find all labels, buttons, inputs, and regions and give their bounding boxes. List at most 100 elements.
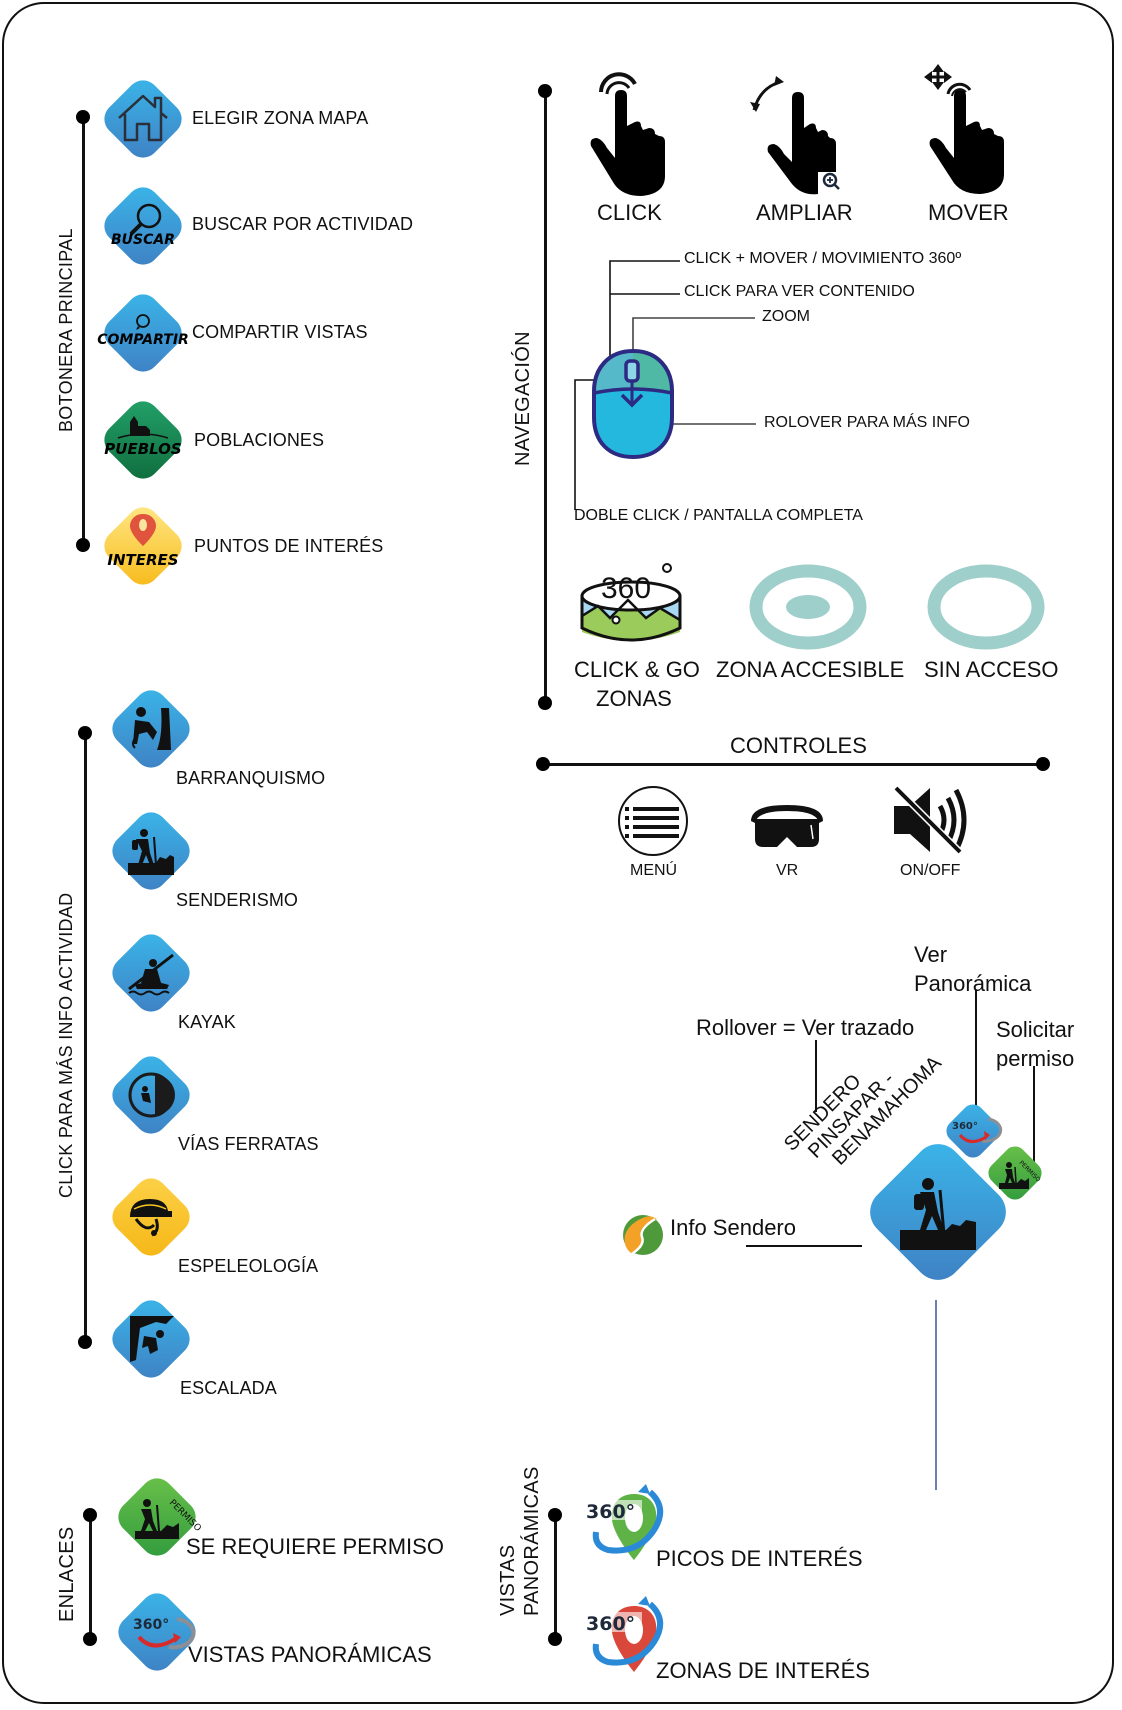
solicitar-permiso-line: Solicitar — [996, 1017, 1075, 1042]
vistas-title-line: VISTAS — [497, 1544, 519, 1616]
gesture-label: AMPLIAR — [756, 200, 853, 225]
search-icon: BUSCAR — [104, 187, 182, 265]
botonera-item-label: COMPARTIR VISTAS — [192, 322, 368, 342]
home-icon — [104, 80, 182, 158]
svg-text:360°: 360° — [586, 1501, 635, 1523]
enlaces-title: ENLACES — [56, 1526, 78, 1622]
timeline-dot — [83, 1632, 97, 1646]
vistas-timeline — [554, 1515, 557, 1639]
sendero-leader-lines — [746, 990, 1035, 1490]
canyoning-icon — [112, 690, 190, 768]
actividad-label: VÍAS FERRATAS — [178, 1134, 319, 1154]
botonera-item-label: PUNTOS DE INTERÉS — [194, 536, 384, 556]
actividades-timeline — [84, 735, 87, 1345]
vistas-panoramicas-title: VISTAS PANORÁMICAS — [496, 1466, 544, 1616]
permit-hiker-icon: PERMISO — [116, 1476, 203, 1558]
zona-label: SIN ACCESO — [924, 657, 1059, 682]
timeline-dot — [536, 757, 550, 771]
enlaces-timeline — [89, 1514, 92, 1640]
timeline-dot — [538, 84, 552, 98]
svg-text:360°: 360° — [133, 1617, 169, 1633]
ver-panoramica-label: Ver Panorámica — [914, 940, 1031, 998]
timeline-dot — [78, 1335, 92, 1349]
info-sendero-icon — [620, 1212, 666, 1258]
svg-text:BUSCAR: BUSCAR — [111, 232, 175, 248]
vista-label: ZONAS DE INTERÉS — [656, 1658, 870, 1683]
botonera-item-label: ELEGIR ZONA MAPA — [192, 108, 369, 128]
control-label: ON/OFF — [900, 862, 961, 879]
mouse-icon — [590, 347, 676, 461]
accessible-zone-icon — [748, 564, 868, 650]
solicitar-permiso-label: Solicitar permiso — [996, 1015, 1074, 1073]
climber-icon — [112, 1300, 190, 1378]
zona-label: ZONAS — [596, 686, 672, 711]
mouse-leader-lines — [574, 260, 756, 510]
zona-label: CLICK & GO — [574, 657, 700, 682]
mute-speaker-icon — [888, 782, 972, 858]
timeline-dot — [76, 538, 90, 552]
timeline-dot — [1036, 757, 1050, 771]
hiker-icon — [112, 812, 190, 890]
controles-timeline — [544, 763, 1044, 766]
svg-text:INTERES: INTERES — [107, 551, 178, 569]
svg-text:PUEBLOS: PUEBLOS — [104, 440, 181, 458]
actividad-label: SENDERISMO — [176, 890, 299, 910]
rollover-label: Rollover = Ver trazado — [696, 1015, 915, 1040]
controles-title: CONTROLES — [730, 733, 867, 758]
info-sendero-label: Info Sendero — [670, 1215, 796, 1240]
vista-label: PICOS DE INTERÉS — [656, 1546, 863, 1571]
360-green-pin-icon: 360° — [584, 1480, 674, 1570]
actividad-label: BARRANQUISMO — [176, 768, 326, 788]
botonera-item-label: POBLACIONES — [194, 430, 325, 450]
control-label: VR — [776, 862, 799, 879]
control-label: MENÚ — [630, 862, 678, 879]
zona-label: ZONA ACCESIBLE — [716, 657, 905, 682]
permit-hiker-icon: PERMISO — [986, 1144, 1044, 1202]
botonera-item-label: BUSCAR POR ACTIVIDAD — [192, 214, 414, 234]
navegacion-timeline — [544, 92, 547, 704]
enlace-label: SE REQUIERE PERMISO — [186, 1534, 444, 1559]
tap-hand-icon — [580, 66, 680, 198]
timeline-dot — [538, 696, 552, 710]
botonera-title: BOTONERA PRINCIPAL — [56, 228, 76, 432]
ver-panoramica-line: Ver — [914, 942, 948, 967]
360-red-pin-icon: 360° — [584, 1592, 674, 1682]
svg-text:COMPARTIR: COMPARTIR — [97, 332, 189, 348]
timeline-dot — [78, 726, 92, 740]
enlace-label: VISTAS PANORÁMICAS — [188, 1642, 432, 1667]
whatsapp-icon: COMPARTIR — [97, 294, 189, 372]
caving-helmet-icon — [112, 1178, 190, 1256]
gesture-label: CLICK — [597, 200, 662, 225]
mouse-zoom-label: ZOOM — [762, 308, 810, 325]
solicitar-permiso-line: permiso — [996, 1046, 1075, 1071]
menu-icon — [616, 784, 690, 858]
botonera-timeline — [82, 117, 85, 547]
vistas-title-line: PANORÁMICAS — [521, 1466, 543, 1616]
timeline-dot — [83, 1508, 97, 1522]
timeline-dot — [548, 1508, 562, 1522]
panorama-360-icon: 360° — [944, 1102, 1003, 1160]
mouse-click-contenido-label: CLICK PARA VER CONTENIDO — [684, 283, 915, 300]
360-scene-icon: 360 — [576, 560, 686, 656]
svg-text:360: 360 — [601, 572, 651, 605]
svg-text:360°: 360° — [586, 1613, 635, 1635]
gesture-label: MOVER — [928, 200, 1009, 225]
navegacion-title: NAVEGACIÓN — [512, 331, 534, 466]
actividad-label: ESCALADA — [180, 1378, 277, 1398]
ver-panoramica-line: Panorámica — [914, 971, 1032, 996]
actividades-title: CLICK PARA MÁS INFO ACTIVIDAD — [56, 892, 76, 1198]
hiker-icon — [882, 1168, 994, 1258]
mouse-rollover-label: ROLOVER PARA MÁS INFO — [764, 414, 970, 431]
map-pin-icon: INTERES — [100, 502, 186, 588]
svg-text:360°: 360° — [952, 1121, 978, 1132]
kayak-icon — [112, 934, 190, 1012]
no-access-zone-icon — [926, 564, 1046, 650]
pinch-zoom-hand-icon — [748, 72, 848, 198]
actividad-label: ESPELEOLOGÍA — [178, 1256, 319, 1276]
mouse-click-mover-label: CLICK + MOVER / MOVIMIENTO 360º — [684, 250, 962, 267]
mouse-doble-click-label: DOBLE CLICK / PANTALLA COMPLETA — [574, 507, 863, 524]
drag-hand-icon — [916, 60, 1016, 196]
timeline-dot — [76, 110, 90, 124]
vr-headset-icon — [744, 796, 830, 852]
